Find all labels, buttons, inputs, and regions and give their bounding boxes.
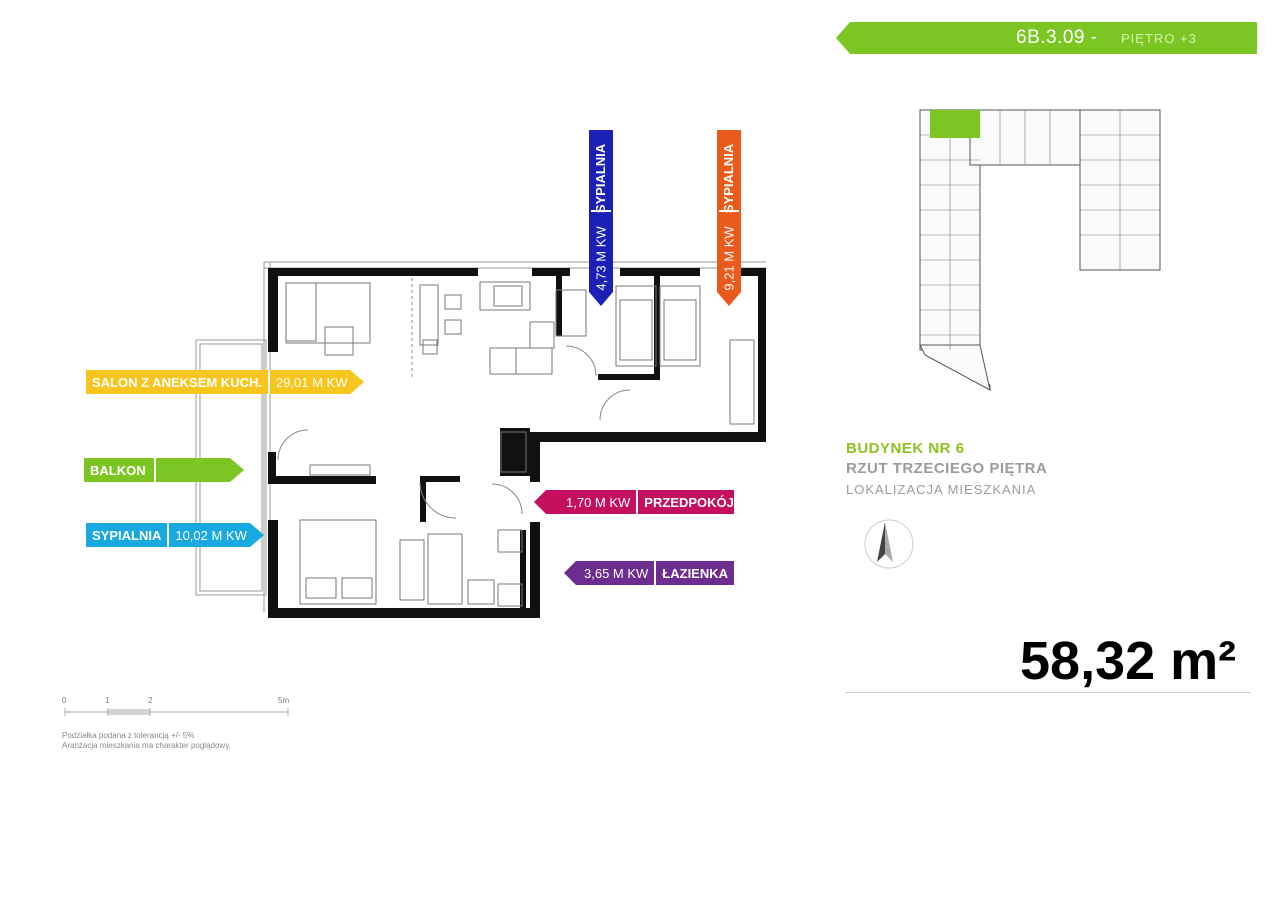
- sypialnia-1-name: SYPIALNIA: [92, 527, 162, 543]
- header-tag-shape: [836, 22, 1257, 54]
- furniture: [285, 281, 755, 607]
- salon-name: SALON Z ANEKSEM KUCH.: [92, 374, 262, 390]
- unit-code: 6B.3.09 -: [1016, 27, 1098, 48]
- scale-tick-1: 1: [105, 696, 110, 705]
- label-sypialnia-1-bg: [86, 523, 264, 547]
- przedpokoj-name: PRZEDPOKÓJ: [644, 494, 734, 510]
- building-number: BUDYNEK NR 6: [846, 440, 965, 457]
- sypialnia-2-name: SYPIALNIA: [593, 143, 609, 213]
- salon-area: 29,01 M KW: [275, 374, 348, 390]
- walls: [268, 268, 766, 618]
- label-sypialnia-1: SYPIALNIA 10,02 M KW: [86, 523, 264, 547]
- location-label: LOKALIZACJA MIESZKANIA: [846, 482, 1037, 497]
- disclaimer-notes: Podziałka podana z tolerancją +/- 5% Ara…: [62, 731, 231, 751]
- sypialnia-1-separator: [167, 523, 170, 547]
- sypialnia-2-area: 4,73 M KW: [593, 225, 609, 291]
- lazienka-separator: [654, 561, 657, 585]
- compass-icon: [864, 519, 914, 569]
- scale-tick-0: 0: [62, 696, 67, 705]
- lazienka-area: 3,65 M KW: [584, 565, 649, 581]
- apartment-location-highlight: [930, 110, 980, 138]
- balkon-name: BALKON: [90, 462, 146, 478]
- przedpokoj-area: 1,70 M KW: [566, 494, 631, 510]
- sypialnia-2-separator: [591, 210, 611, 212]
- scale-tick-5m: 5m: [278, 696, 290, 705]
- label-przedpokoj-bg: [534, 490, 734, 514]
- building-key-plan: [919, 109, 1161, 392]
- sypialnia-1-area: 10,02 M KW: [175, 527, 247, 543]
- label-lazienka: 3,65 M KW ŁAZIENKA: [564, 561, 734, 585]
- floor-plan-title: RZUT TRZECIEGO PIĘTRA: [846, 460, 1048, 477]
- label-lazienka-bg: [564, 561, 734, 585]
- salon-separator: [267, 370, 270, 394]
- label-salon: SALON Z ANEKSEM KUCH. 29,01 M KW: [86, 370, 364, 394]
- balkon-separator: [153, 458, 156, 482]
- przedpokoj-separator: [636, 490, 639, 514]
- label-sypialnia-2: SYPIALNIA 4,73 M KW: [589, 130, 613, 306]
- scale-bar-lines: [64, 708, 289, 716]
- total-area: 58,32 m²: [1020, 631, 1237, 691]
- label-balkon-bg: [84, 458, 244, 482]
- total-area-divider: [845, 692, 1251, 693]
- label-balkon: BALKON: [84, 458, 244, 482]
- label-sypialnia-3-bg: [717, 130, 741, 306]
- sypialnia-3-name: SYPIALNIA: [721, 143, 737, 213]
- note-arrangement: Aranżacja mieszkania ma charakter pogląd…: [62, 741, 231, 750]
- label-salon-bg: [86, 370, 364, 394]
- note-tolerance: Podziałka podana z tolerancją +/- 5%: [62, 731, 195, 740]
- floor-label: PIĘTRO +3: [1121, 31, 1197, 46]
- sypialnia-3-area: 9,21 M KW: [721, 225, 737, 291]
- floor-plan: [195, 261, 766, 618]
- lazienka-name: ŁAZIENKA: [662, 565, 729, 581]
- scale-tick-2: 2: [148, 696, 153, 705]
- scale-bar: 0 1 2 5m: [60, 696, 300, 725]
- door-swings: [277, 278, 631, 519]
- sypialnia-3-separator: [719, 210, 739, 212]
- label-sypialnia-2-bg: [589, 130, 613, 306]
- label-sypialnia-3: SYPIALNIA 9,21 M KW: [717, 130, 741, 306]
- unit-header-tag: 6B.3.09 - PIĘTRO +3: [836, 22, 1257, 54]
- label-przedpokoj: 1,70 M KW PRZEDPOKÓJ: [534, 490, 740, 514]
